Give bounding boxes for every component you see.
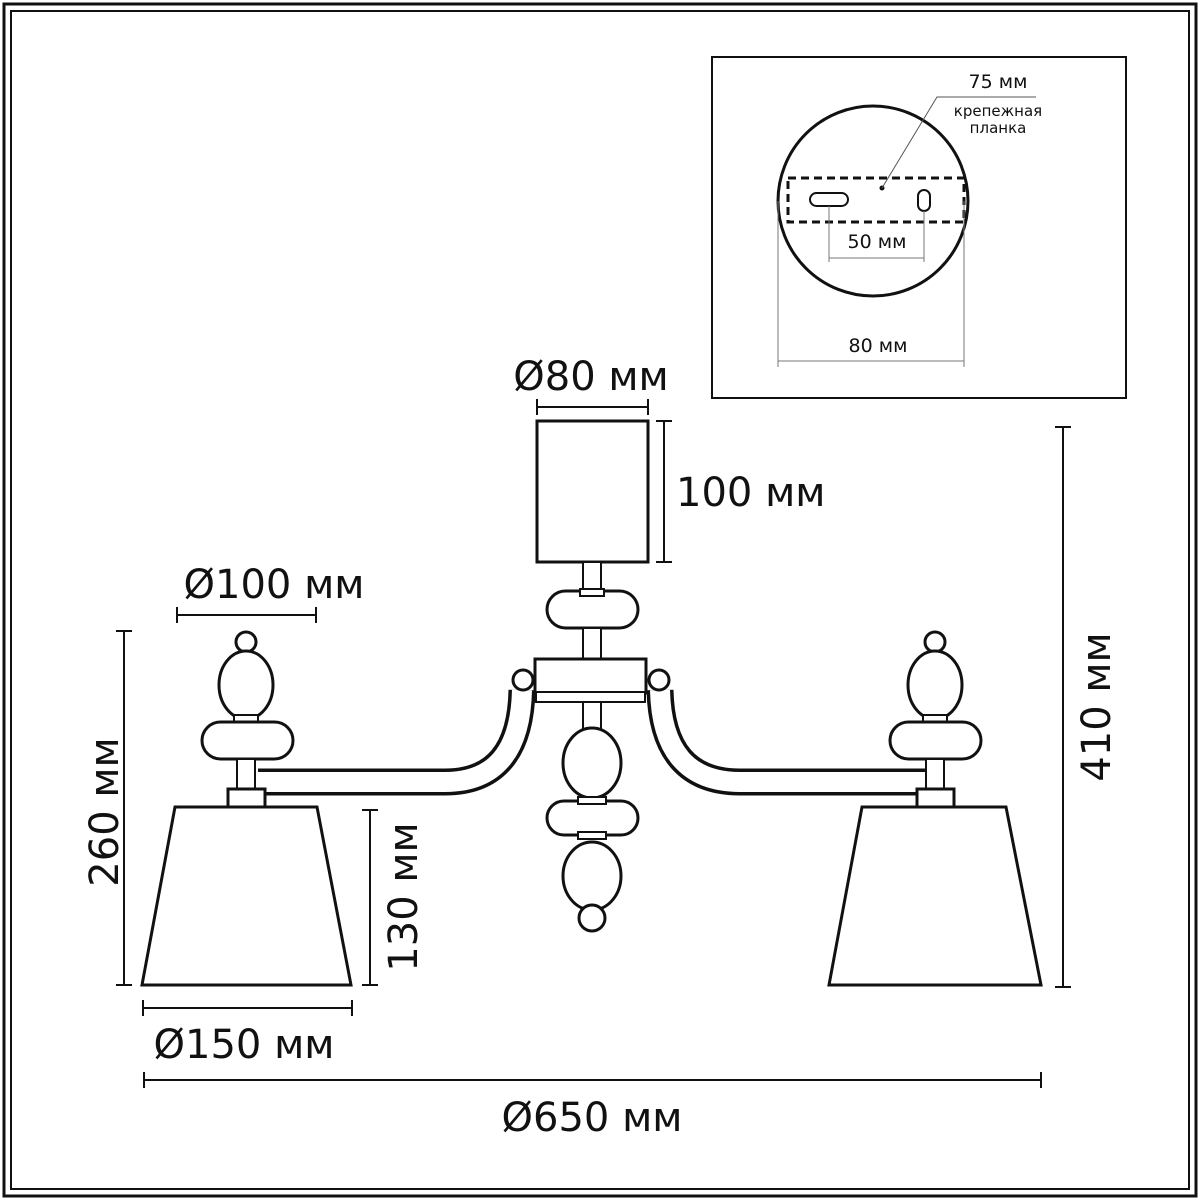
plate-slot-left — [809, 192, 849, 207]
right-lamp — [827, 630, 1043, 987]
hub-knob-left — [511, 668, 535, 692]
plate-leader-line — [881, 96, 1036, 189]
center-lower-band-2 — [577, 831, 607, 840]
shade-diameter-label: Ø150 мм — [154, 1022, 335, 1068]
left-rod — [236, 758, 256, 790]
center-bottom-finial — [577, 903, 607, 933]
right-arm-inner — [650, 689, 928, 792]
left-arm-inner — [258, 689, 532, 792]
center-shade — [535, 419, 650, 564]
right-bead — [906, 649, 964, 721]
hub-block — [533, 657, 648, 695]
overall-diameter-label: Ø650 мм — [502, 1095, 683, 1141]
plate-label-line1: крепежная — [954, 102, 1042, 120]
side-height-label: 260 мм — [82, 737, 128, 886]
dim-shade-diameter: Ø150 мм — [142, 1000, 353, 1068]
mounting-plate — [786, 176, 966, 224]
center-lower-band — [577, 796, 607, 805]
right-top-knob — [923, 630, 947, 654]
left-lamp — [140, 630, 353, 987]
inner-frame — [10, 10, 1190, 1190]
center-middle-rod — [582, 627, 602, 661]
canopy-diameter-label: 80 мм — [849, 335, 908, 357]
mounting-inset: 75 мм крепежная планка 50 мм 80 мм — [711, 56, 1127, 399]
side-finial-label: Ø100 мм — [184, 562, 365, 608]
left-top-knob — [234, 630, 258, 654]
left-disc — [200, 720, 295, 761]
plate-label-line2: планка — [970, 119, 1027, 137]
plate-length-label: 75 мм — [969, 71, 1028, 93]
plate-slot-right — [917, 189, 931, 212]
dim-overall-height: 410 мм — [1055, 426, 1120, 988]
dim-overall-diameter: Ø650 мм — [143, 1072, 1042, 1141]
hub-knob-right — [647, 668, 671, 692]
center-disc-band — [579, 588, 605, 597]
central-column — [258, 419, 928, 933]
left-socket — [226, 787, 267, 809]
center-lower-disc — [545, 799, 640, 837]
dim-side-finial: Ø100 мм — [176, 562, 365, 623]
overall-height-label: 410 мм — [1074, 632, 1120, 781]
dim-center-height: 100 мм — [656, 420, 825, 563]
center-height-label: 100 мм — [676, 470, 825, 516]
hub-base — [535, 691, 646, 703]
right-shade — [827, 805, 1043, 987]
right-rod — [925, 758, 945, 790]
right-disc — [888, 720, 983, 761]
right-socket — [915, 787, 956, 809]
center-diameter-label: Ø80 мм — [513, 354, 668, 400]
dim-side-height: 260 мм — [82, 630, 132, 986]
center-bead-lower — [561, 840, 623, 912]
left-shade — [140, 805, 353, 987]
left-bead — [217, 649, 275, 721]
dim-center-diameter: Ø80 мм — [513, 354, 669, 415]
canopy-circle — [776, 104, 970, 298]
shade-height-label: 130 мм — [381, 822, 427, 971]
hole-spacing-label: 50 мм — [848, 231, 907, 253]
center-bead-upper — [561, 726, 623, 800]
dim-shade-height: 130 мм — [362, 809, 427, 986]
